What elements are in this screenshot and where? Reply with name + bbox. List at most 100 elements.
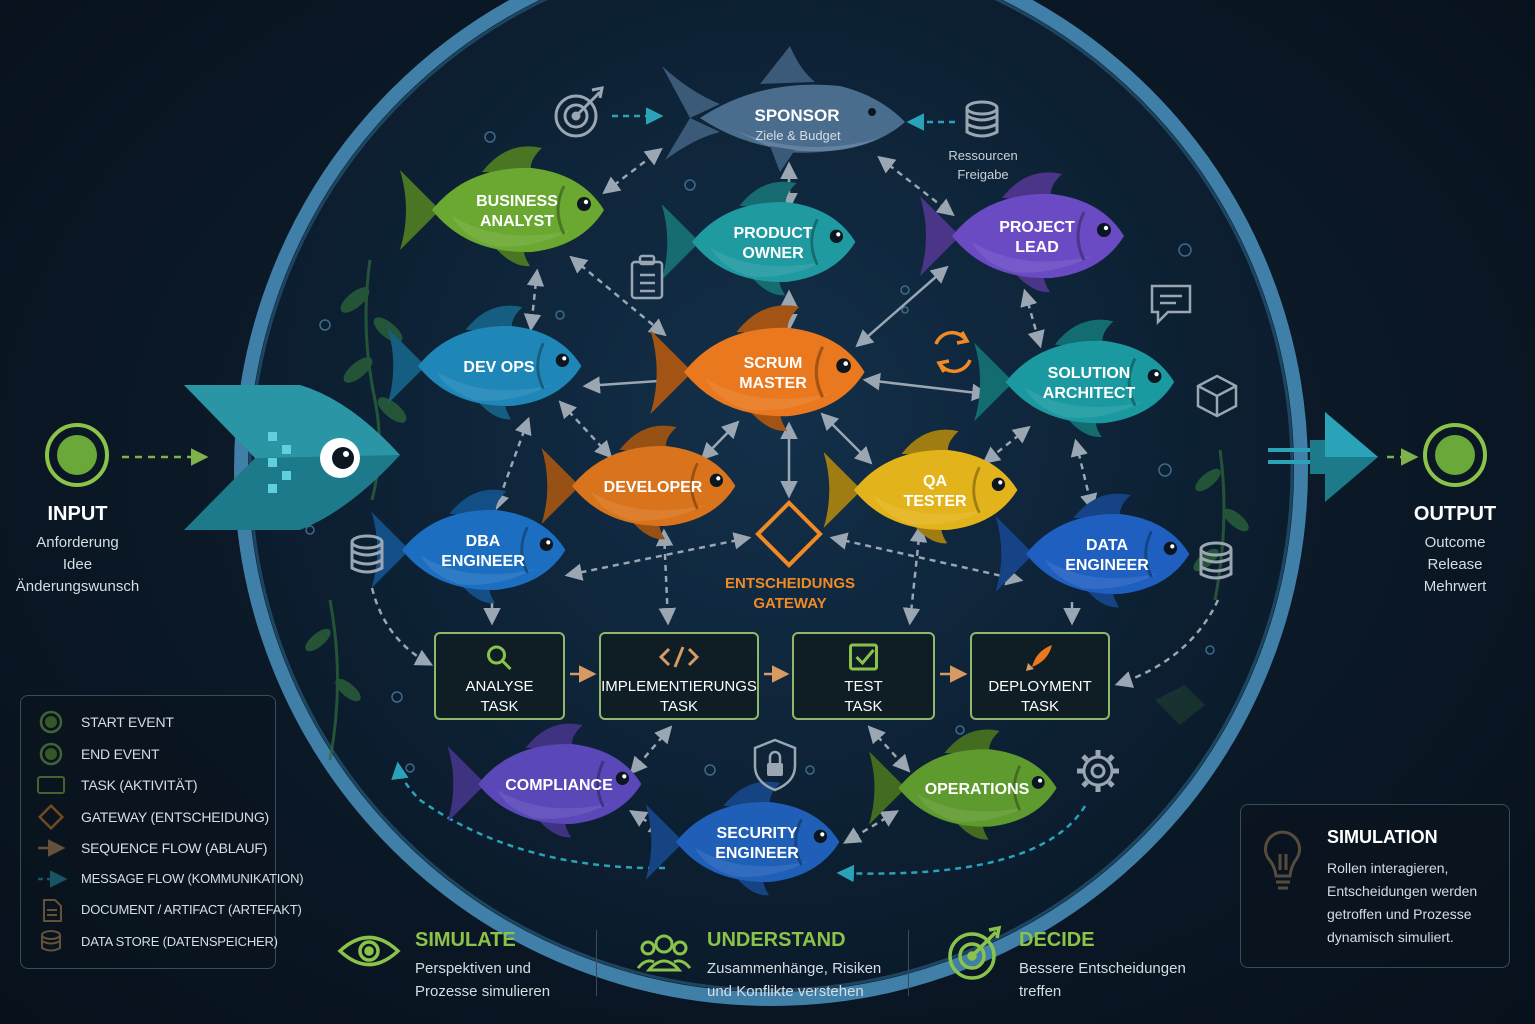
sponsor-shark[interactable]: SPONSOR bbox=[662, 46, 905, 172]
flow-arrow bbox=[700, 420, 740, 461]
role-label-data-engineer: ENGINEER bbox=[1065, 557, 1149, 574]
bottom-title: SIMULATE bbox=[415, 929, 516, 951]
bottom-text: Zusammenhänge, Risiken und Konflikte ver… bbox=[707, 957, 881, 1003]
fish-compliance[interactable] bbox=[447, 723, 642, 838]
fish-data-engineer[interactable] bbox=[995, 493, 1190, 608]
flow-arrow bbox=[1070, 438, 1098, 512]
legend-label: MESSAGE FLOW (KOMMUNIKATION) bbox=[81, 871, 304, 886]
fish-solution-architect[interactable] bbox=[974, 319, 1175, 438]
bottom-line: Prozesse simulieren bbox=[415, 983, 551, 1000]
simulation-line: getroffen und Prozesse bbox=[1327, 906, 1472, 922]
clipboard-icon bbox=[630, 254, 664, 300]
divider bbox=[596, 930, 597, 996]
flow-curve bbox=[1114, 599, 1220, 688]
fish-security-engineer[interactable] bbox=[645, 781, 840, 896]
cube-icon bbox=[1196, 374, 1238, 418]
resources-label: Ressourcen Freigabe bbox=[930, 146, 1036, 184]
fish-project-lead[interactable] bbox=[920, 172, 1124, 293]
database-left-icon bbox=[350, 534, 384, 574]
role-label-operations: OPERATIONS bbox=[925, 781, 1030, 798]
input-title: INPUT bbox=[47, 503, 108, 525]
simulation-panel: SIMULATION Rollen interagieren, Entschei… bbox=[1240, 804, 1510, 968]
simulation-text: Rollen interagieren, Entscheidungen werd… bbox=[1327, 857, 1477, 949]
fish-business-analyst[interactable] bbox=[400, 146, 604, 267]
sponsor-title: SPONSOR bbox=[754, 106, 839, 125]
input-line: Anforderung bbox=[36, 534, 119, 551]
bottom-text: Bessere Entscheidungen treffen bbox=[1019, 957, 1186, 1003]
bottom-text: Perspektiven und Prozesse simulieren bbox=[415, 957, 550, 1003]
role-label-dev-ops: DEV OPS bbox=[463, 359, 534, 376]
legend-label: SEQUENCE FLOW (ABLAUF) bbox=[81, 840, 268, 856]
task-label-implementierung: IMPLEMENTIERUNGS bbox=[601, 678, 757, 695]
output-line: Outcome bbox=[1424, 534, 1486, 551]
gateway-line: GATEWAY bbox=[753, 595, 827, 612]
bottom-line: treffen bbox=[1019, 983, 1062, 1000]
decide-target-icon bbox=[948, 925, 1002, 980]
role-label-product-owner: PRODUCT bbox=[733, 225, 812, 242]
start-event[interactable] bbox=[45, 423, 109, 487]
flow-curve bbox=[836, 805, 1087, 883]
fish-product-owner[interactable] bbox=[661, 181, 856, 296]
flow-arrow bbox=[902, 524, 928, 626]
bottom-title: DECIDE bbox=[1019, 929, 1095, 951]
role-label-business-analyst: ANALYST bbox=[480, 213, 554, 230]
legend-label: GATEWAY (ENTSCHEIDUNG) bbox=[81, 809, 269, 825]
fish-dev-ops[interactable] bbox=[387, 305, 582, 420]
simulation-line: Entscheidungen werden bbox=[1327, 883, 1478, 899]
input-line: Idee bbox=[62, 556, 93, 573]
refresh-icon bbox=[934, 330, 972, 374]
gateway-diamond[interactable] bbox=[755, 500, 823, 568]
role-label-compliance: COMPLIANCE bbox=[505, 777, 613, 794]
fish-layer: SPONSOR BUSINESS ANALYST PRODUCT OWNER PROJEC… bbox=[371, 46, 1190, 896]
role-label-developer: DEVELOPER bbox=[604, 479, 703, 496]
chat-icon bbox=[1150, 284, 1192, 326]
flow-arrow bbox=[855, 265, 949, 348]
flow-arrow bbox=[602, 147, 663, 195]
eye-icon bbox=[337, 935, 401, 967]
legend-label: START EVENT bbox=[81, 714, 174, 730]
end-event[interactable] bbox=[1423, 423, 1487, 487]
role-label-dba-engineer: DBA bbox=[466, 533, 501, 550]
bottom-understand: UNDERSTAND Zusammenhänge, Risiken und Ko… bbox=[631, 925, 901, 1005]
simulation-line: dynamisch simuliert. bbox=[1327, 929, 1454, 945]
flow-arrow bbox=[558, 400, 613, 459]
role-label-scrum-master: SCRUM bbox=[744, 355, 803, 372]
bottom-simulate: SIMULATE Perspektiven und Prozesse simul… bbox=[339, 925, 589, 1005]
fish-scrum-master[interactable] bbox=[650, 305, 865, 431]
role-label-solution-architect: ARCHITECT bbox=[1043, 385, 1136, 402]
fish-developer[interactable] bbox=[541, 425, 736, 540]
simulation-title: SIMULATION bbox=[1327, 827, 1438, 847]
role-label-project-lead: PROJECT bbox=[999, 219, 1075, 236]
flow-arrow bbox=[982, 425, 1031, 465]
input-fish-icon bbox=[184, 385, 400, 530]
output-line: Mehrwert bbox=[1423, 578, 1487, 595]
role-label-scrum-master: MASTER bbox=[739, 375, 807, 392]
divider bbox=[908, 930, 909, 996]
role-label-data-engineer: DATA bbox=[1086, 537, 1129, 554]
flow-arrow bbox=[862, 372, 990, 402]
legend-label: DOCUMENT / ARTIFACT (ARTEFAKT) bbox=[81, 902, 302, 917]
code-icon bbox=[658, 646, 700, 668]
fish-operations[interactable] bbox=[868, 729, 1057, 840]
bottom-line: Zusammenhänge, Risiken bbox=[707, 960, 882, 977]
fish-dba-engineer[interactable] bbox=[371, 489, 566, 604]
bottom-line: Perspektiven und bbox=[415, 960, 531, 977]
flow-arrow bbox=[1020, 288, 1045, 349]
role-label-security-engineer: SECURITY bbox=[717, 825, 798, 842]
role-label-security-engineer: ENGINEER bbox=[715, 845, 799, 862]
role-label-qa-tester: QA bbox=[923, 473, 947, 490]
bottom-line: und Konflikte verstehen bbox=[707, 983, 864, 1000]
flow-arrow bbox=[867, 725, 911, 773]
legend-label: END EVENT bbox=[81, 746, 160, 762]
role-label-product-owner: OWNER bbox=[742, 245, 804, 262]
bottom-title: UNDERSTAND bbox=[707, 929, 846, 951]
role-label-business-analyst: BUSINESS bbox=[476, 193, 558, 210]
input-line: Änderungswunsch bbox=[15, 578, 140, 595]
fish-qa-tester[interactable] bbox=[823, 429, 1018, 544]
